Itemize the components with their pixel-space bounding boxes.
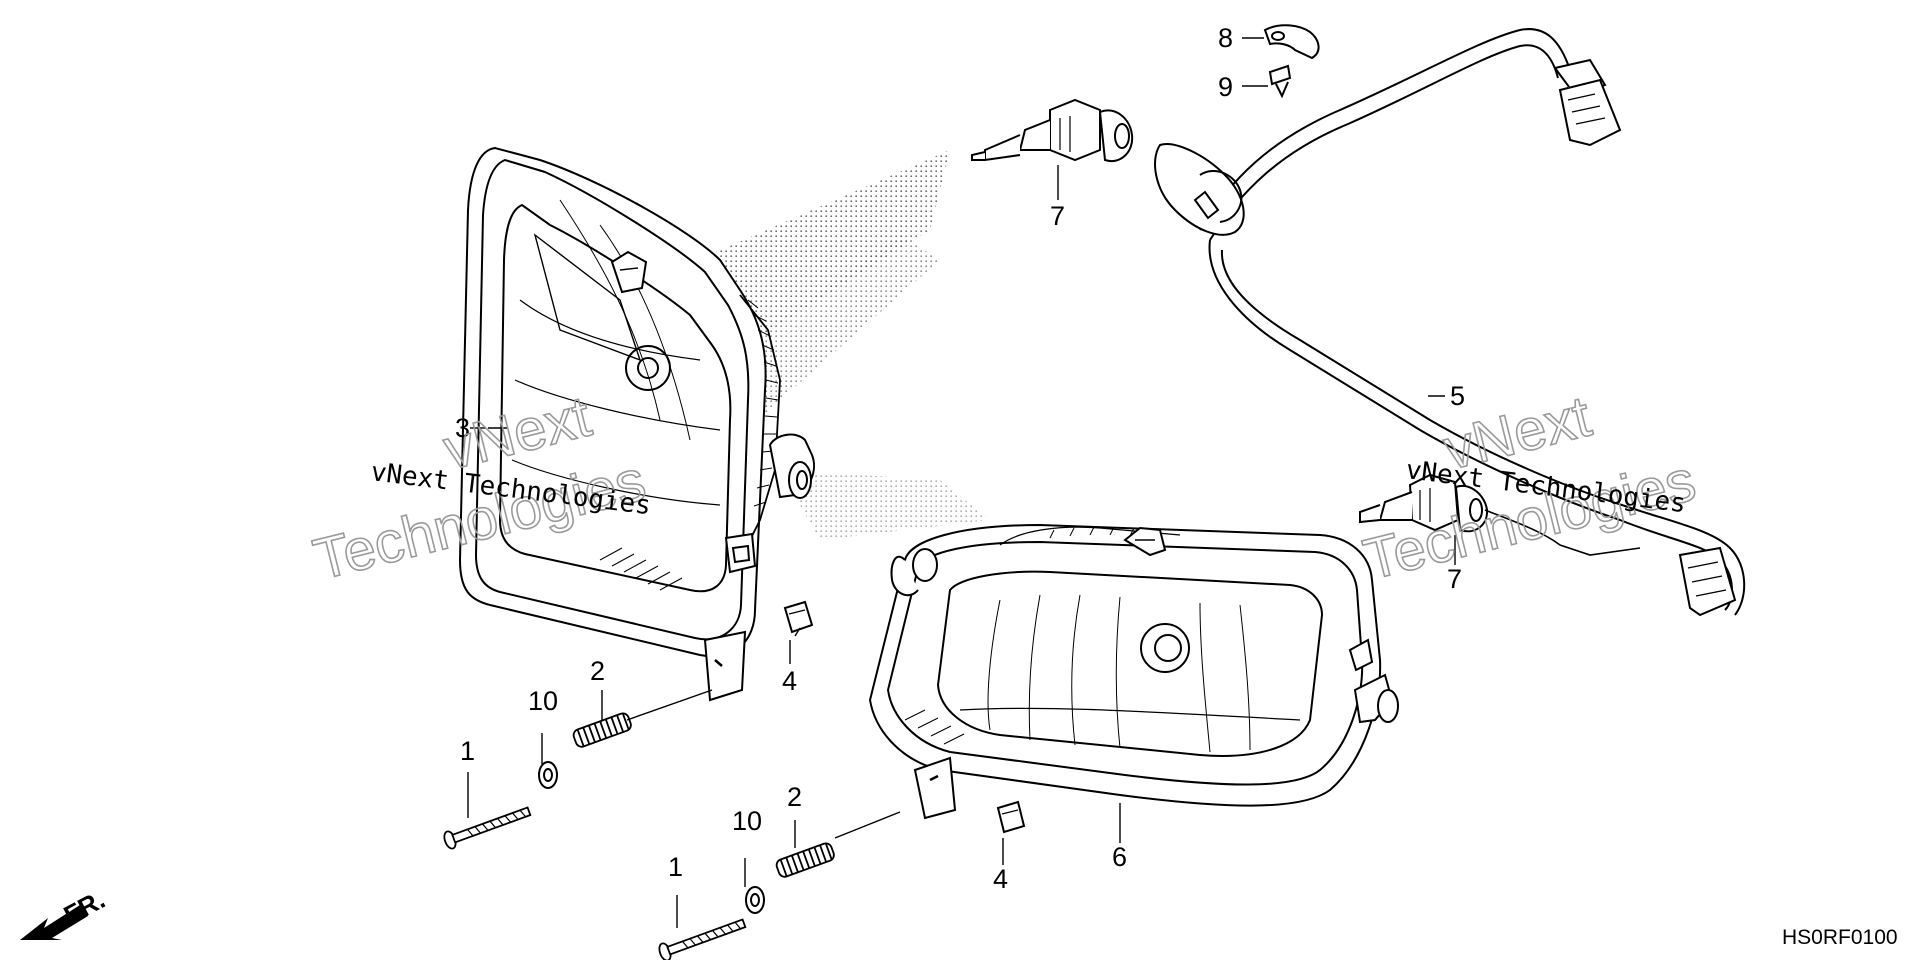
bolts xyxy=(443,806,747,960)
callout-6: 6 xyxy=(1112,842,1127,872)
wire-harness xyxy=(1154,24,1746,617)
callout-7-upper: 7 xyxy=(1050,201,1065,231)
diagram-part-code: HS0RF0100 xyxy=(1782,926,1898,949)
callout-5: 5 xyxy=(1450,381,1465,411)
callout-8: 8 xyxy=(1218,23,1233,53)
clip-nuts xyxy=(783,600,1026,834)
callout-4-upper: 4 xyxy=(782,666,797,696)
callout-10-lower: 10 xyxy=(732,806,762,836)
callout-4-lower: 4 xyxy=(993,864,1008,894)
callout-labels: 3 1 2 10 4 1 2 10 4 6 7 7 8 9 5 xyxy=(455,23,1465,894)
right-headlight xyxy=(868,523,1399,820)
upper-bulb xyxy=(971,98,1134,163)
callout-7-lower: 7 xyxy=(1447,564,1462,594)
callout-2-lower: 2 xyxy=(787,782,802,812)
callout-1-lower: 1 xyxy=(668,852,683,882)
callout-3: 3 xyxy=(455,413,470,443)
callout-10-upper: 10 xyxy=(528,686,558,716)
adjuster-springs xyxy=(572,712,835,878)
leader-lines xyxy=(467,37,1456,928)
lower-bulb xyxy=(1359,473,1489,533)
front-arrow-icon xyxy=(20,905,88,940)
callout-1-upper: 1 xyxy=(460,736,475,766)
front-direction-arrow: FR. xyxy=(20,884,110,940)
callout-9: 9 xyxy=(1218,72,1233,102)
watermark-right: vNext Technologies vNext Technologies xyxy=(1357,383,1703,594)
left-headlight xyxy=(458,146,815,702)
callout-2-upper: 2 xyxy=(590,656,605,686)
washers xyxy=(538,761,765,914)
